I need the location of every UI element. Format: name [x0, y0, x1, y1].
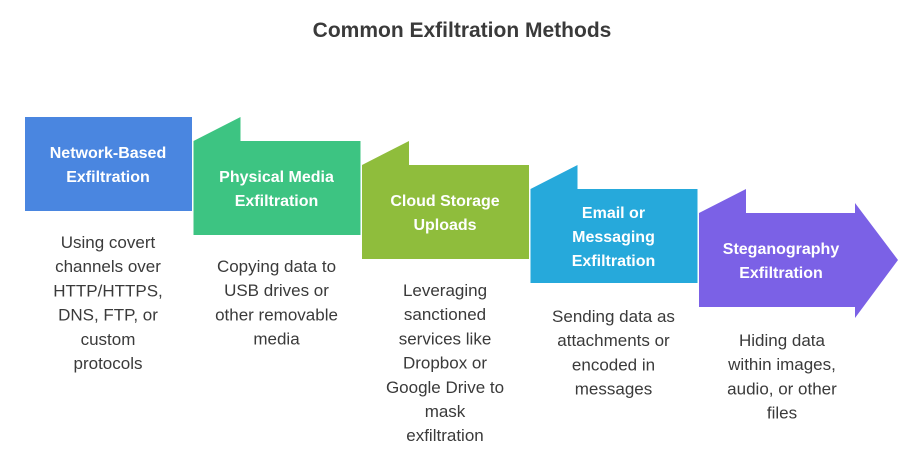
step-description: Dropbox or — [403, 354, 487, 373]
step-label: Physical Media — [219, 169, 334, 186]
step-label: Messaging — [572, 229, 655, 246]
step-description: USB drives or — [224, 281, 329, 300]
step-label: Exfiltration — [739, 265, 823, 282]
step-description: HTTP/HTTPS, — [53, 281, 163, 300]
step-description: other removable — [215, 305, 338, 324]
step-description: Google Drive to — [386, 378, 504, 397]
step-description: protocols — [74, 354, 143, 373]
step-ribbon-shape — [25, 117, 192, 211]
step-label: Uploads — [413, 217, 476, 234]
step-description: sanctioned — [404, 305, 486, 324]
step-description: DNS, FTP, or — [58, 306, 158, 325]
step-description: Using covert — [61, 233, 156, 252]
step-description: encoded in — [572, 355, 655, 374]
step-description: channels over — [55, 257, 161, 276]
step-label: Cloud Storage — [390, 193, 499, 210]
step-label: Email or — [582, 205, 645, 222]
step-description: media — [253, 330, 300, 349]
step-label: Exfiltration — [66, 169, 150, 186]
diagram-title: Common Exfiltration Methods — [313, 19, 612, 42]
step-description: Copying data to — [217, 257, 336, 276]
step-description: Hiding data — [739, 331, 826, 350]
step-description: attachments or — [557, 331, 670, 350]
step-description: Leveraging — [403, 281, 487, 300]
step-description: exfiltration — [406, 426, 483, 445]
step-description: custom — [81, 330, 136, 349]
step-arrow-shape — [699, 189, 898, 318]
step-description: audio, or other — [727, 379, 837, 398]
step-description: files — [767, 404, 797, 423]
step-label: Network-Based — [50, 145, 166, 162]
step-label: Exfiltration — [572, 253, 656, 270]
step-description: within images, — [727, 355, 836, 374]
step-description: Sending data as — [552, 307, 675, 326]
step-ribbon-shape — [530, 165, 698, 283]
step-ribbon-shape — [193, 117, 361, 235]
step-description: messages — [575, 380, 652, 399]
step-label: Steganography — [723, 241, 840, 258]
step-description: mask — [425, 402, 466, 421]
step-description: services like — [399, 329, 492, 348]
step-label: Exfiltration — [235, 193, 319, 210]
step-ribbon-shape — [362, 141, 529, 259]
